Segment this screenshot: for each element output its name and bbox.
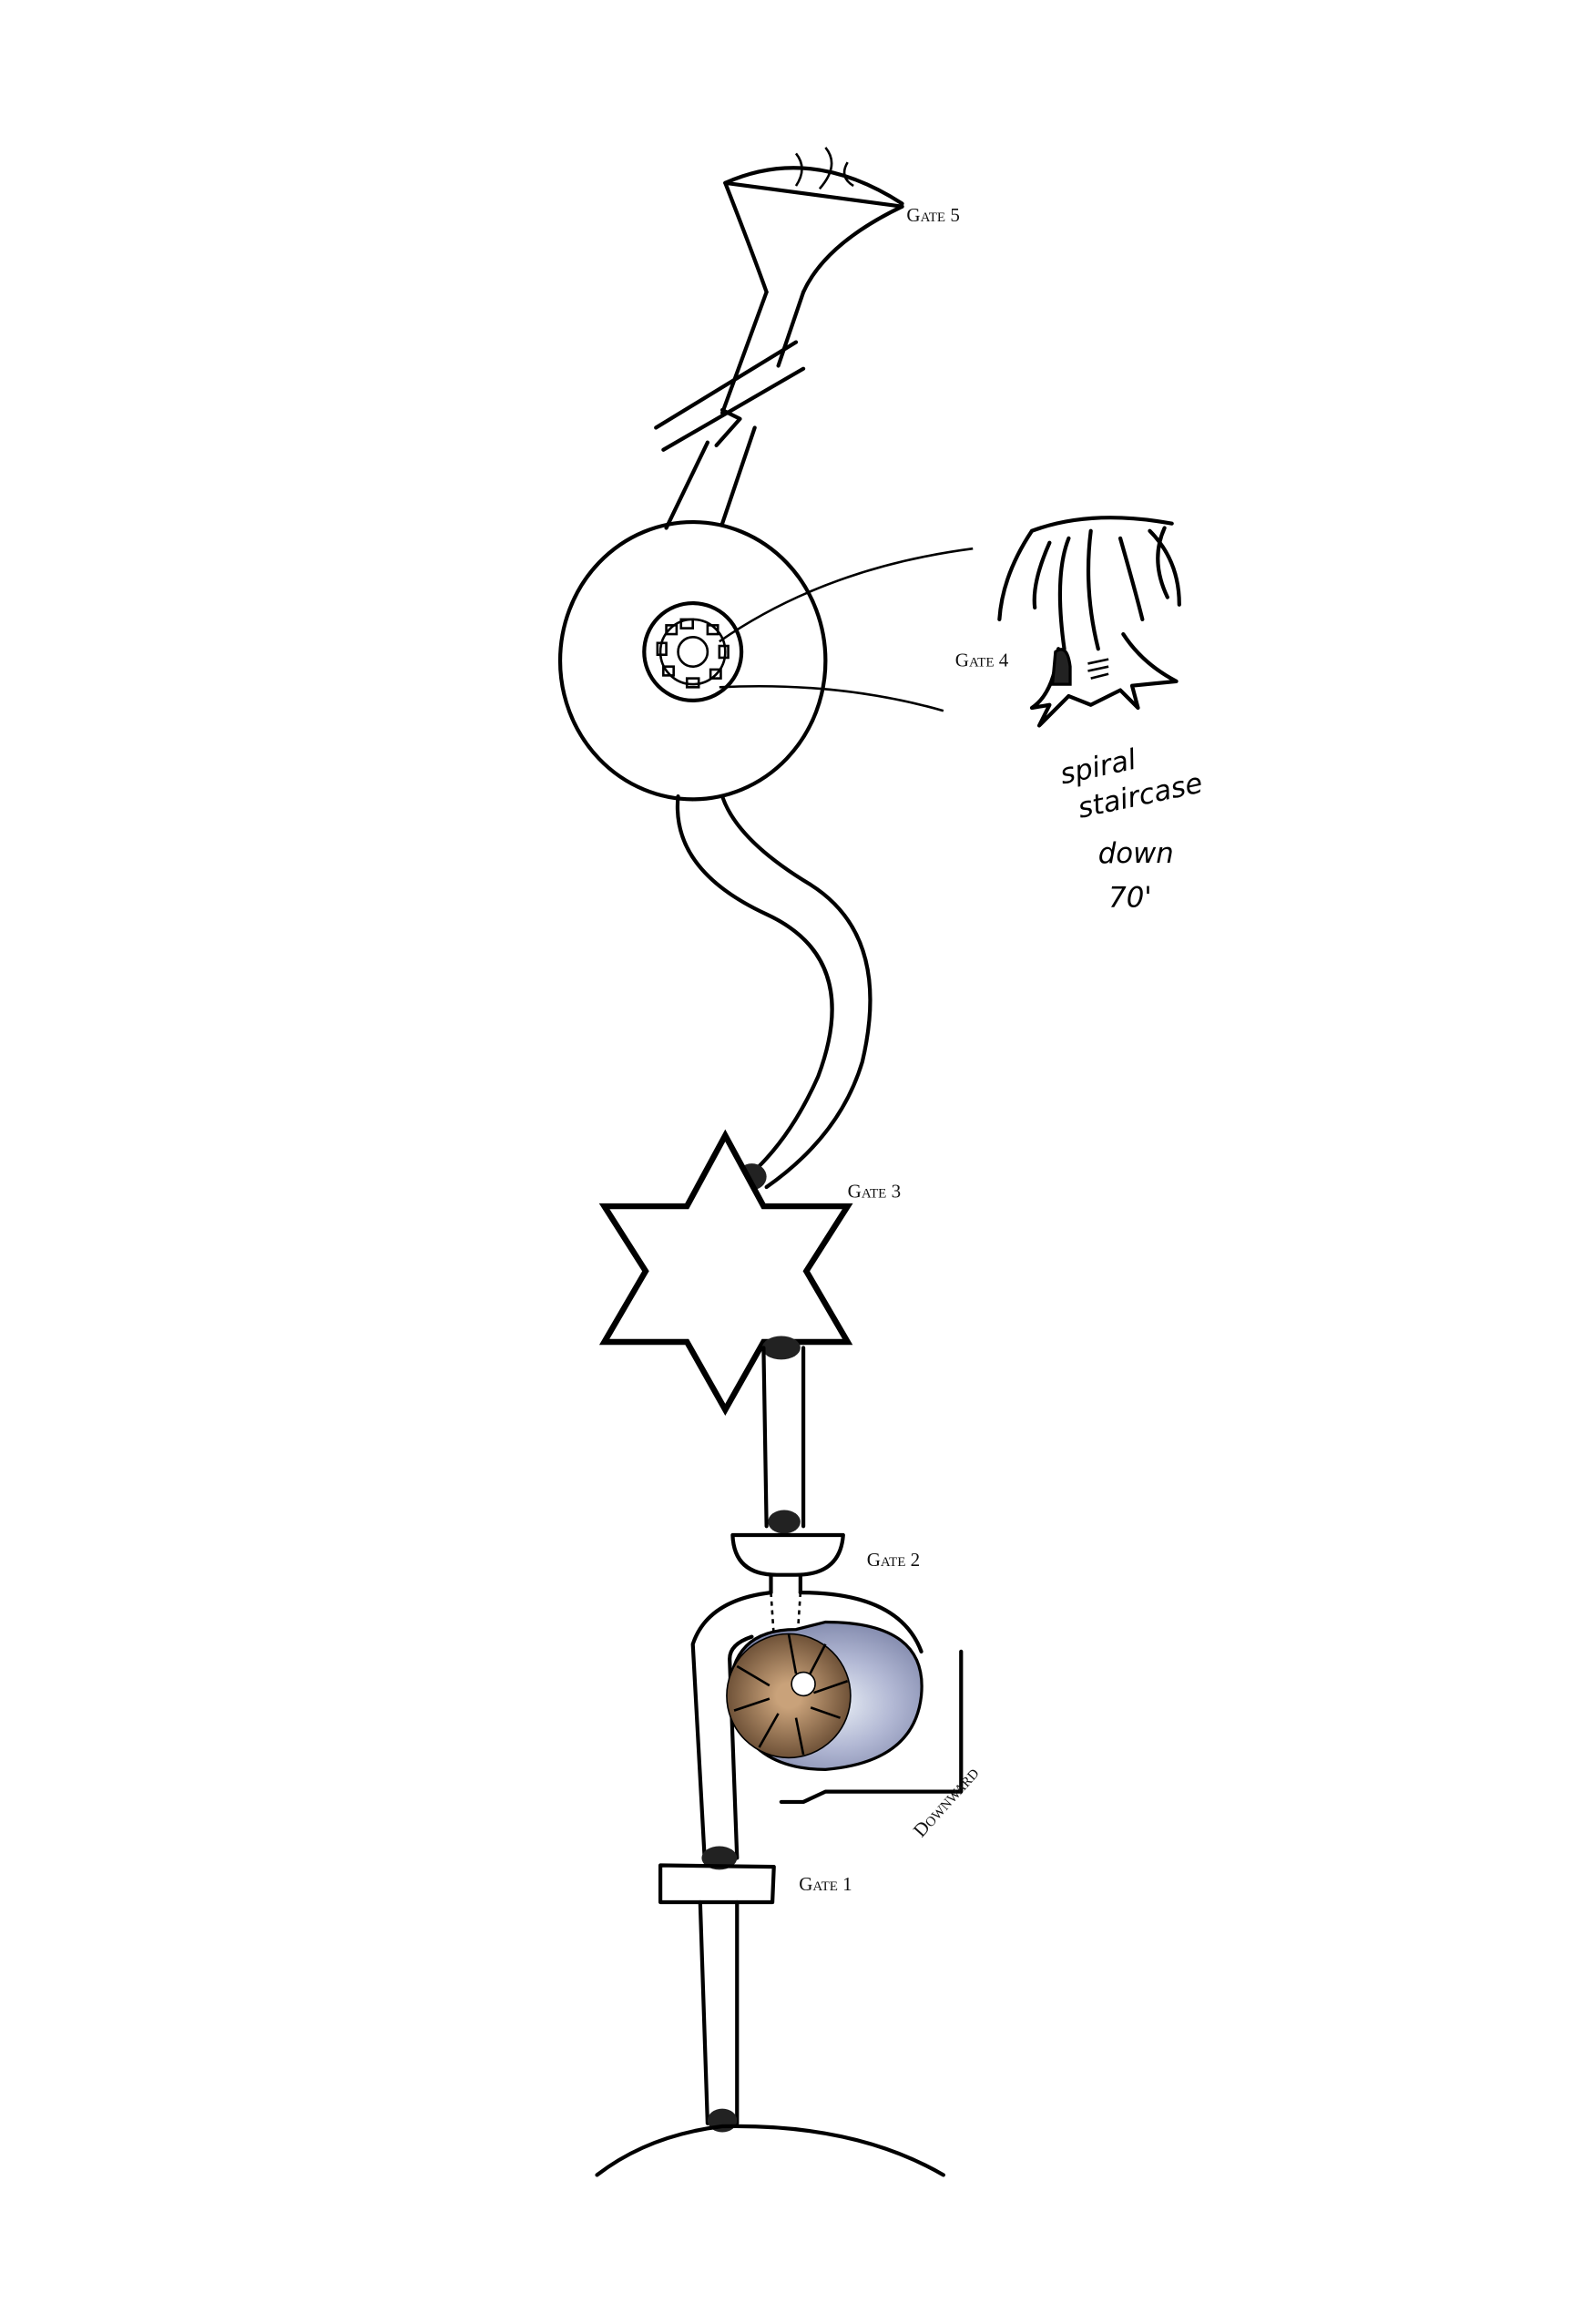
gate-5-cup [723,147,904,294]
tree-gate-4 [997,516,1181,728]
staircase-note-down: down [1098,837,1174,870]
gate-4-label: Gate 4 [955,650,1009,671]
staircase-note-depth: 70' [1108,881,1152,914]
mid-tunnel [761,1346,806,1534]
staircase-note: spiral staircase [1057,743,1206,825]
entrance-tunnel [595,1899,945,2177]
gate-4-chamber [557,519,974,802]
gate-3-label: Gate 3 [848,1180,901,1202]
gate-3-star [598,1129,853,1416]
gate-1-label: Gate 1 [799,1873,852,1895]
nautilus-loop [690,1591,964,1860]
upper-tunnel [654,290,806,530]
nautilus-shell-image [726,1620,924,1771]
downward-label: Downward [909,1762,984,1841]
gate-5-label: Gate 5 [906,204,959,226]
s-curve-tunnel [675,794,873,1191]
gate-2-label: Gate 2 [867,1549,920,1571]
gate-1-crossbar [658,1846,776,1905]
